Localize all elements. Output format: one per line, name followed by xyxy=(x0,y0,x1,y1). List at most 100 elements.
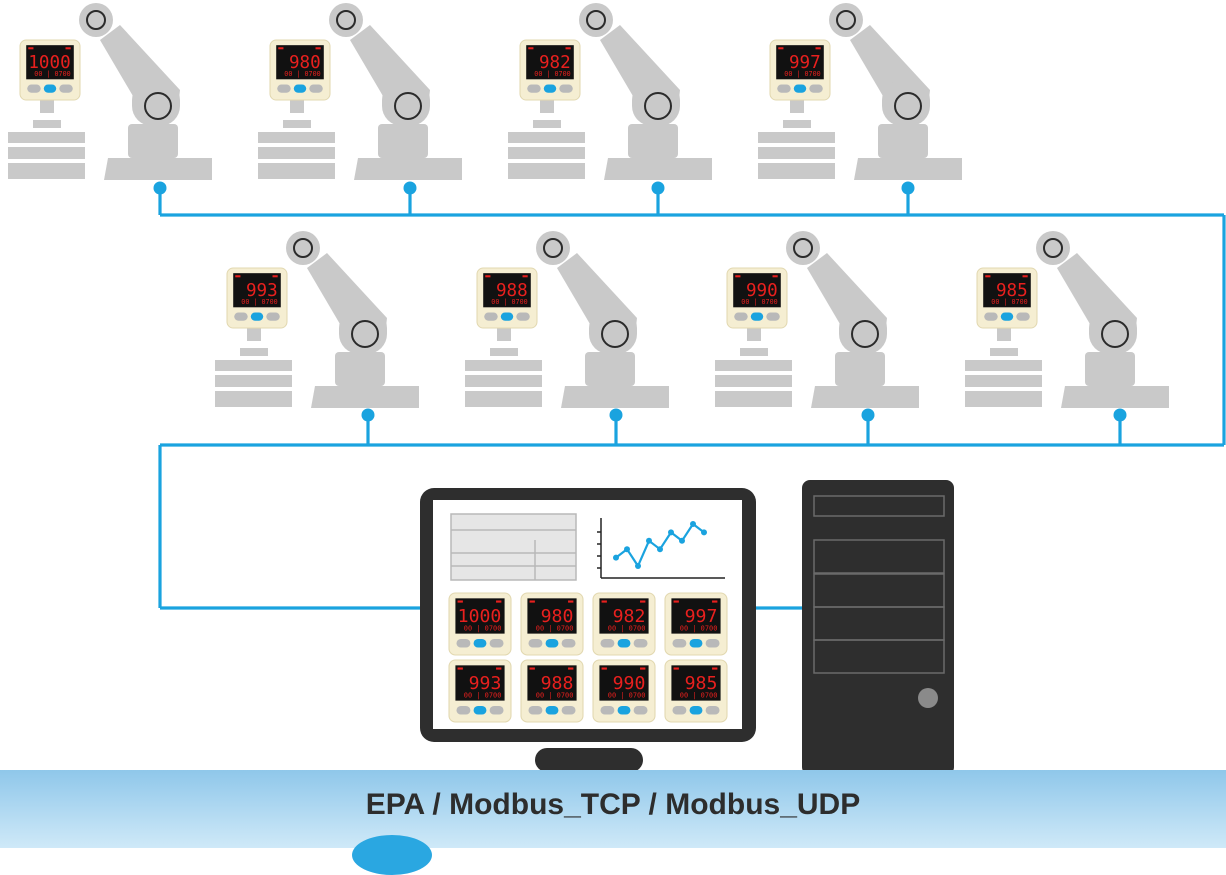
gauge-set-button xyxy=(545,638,559,648)
table-slab xyxy=(965,375,1042,387)
gauge-down-button xyxy=(489,638,504,648)
gauge-up-button xyxy=(484,312,498,321)
screen-chart-point xyxy=(679,537,685,544)
gauge-stand-base xyxy=(990,348,1018,356)
robot-elbow-joint xyxy=(351,320,379,348)
robot-wrist xyxy=(286,231,320,265)
robot-wrist-joint xyxy=(86,10,106,30)
robot-pedestal xyxy=(628,124,678,158)
gauge-up-button xyxy=(27,84,41,93)
gauge-subreading: 00 | 0700 xyxy=(241,298,277,306)
gauge-unit-mark xyxy=(28,47,34,50)
robot-wrist xyxy=(79,3,113,37)
robot-wrist xyxy=(536,231,570,265)
gauge-set-button xyxy=(250,312,264,321)
gauge-set-button xyxy=(617,705,631,715)
gauge-set-button xyxy=(473,638,487,648)
gauge-unit-mark xyxy=(457,667,463,670)
network-node xyxy=(901,181,915,195)
gauge-screen xyxy=(26,45,74,80)
gauge-subreading: 00 | 0700 xyxy=(464,624,502,632)
gauge-screen xyxy=(526,45,574,80)
table-slab xyxy=(465,375,542,387)
gauge-down-button xyxy=(516,312,530,321)
robot-wrist xyxy=(829,3,863,37)
gauge-unit-mark xyxy=(778,47,784,50)
gauge-subreading: 00 | 0700 xyxy=(680,691,718,699)
gauge-screen xyxy=(599,598,649,634)
screen-chart-point xyxy=(668,529,674,536)
gauge-up-button xyxy=(600,638,615,648)
gauge-unit-mark xyxy=(528,47,534,50)
table-slab xyxy=(258,163,335,179)
gauge-screen xyxy=(233,273,281,308)
gauge-reading: 980 xyxy=(289,53,321,73)
pc-bay xyxy=(813,639,945,674)
robot-wrist xyxy=(1036,231,1070,265)
pc-case xyxy=(802,480,954,770)
gauge-unit-mark xyxy=(522,275,528,278)
robot-base xyxy=(811,386,919,408)
network-node xyxy=(153,181,167,195)
screen-chart-point xyxy=(646,537,652,544)
gauge-up-button xyxy=(734,312,748,321)
robot-elbow-joint xyxy=(394,92,422,120)
pc-drive-bay xyxy=(813,495,945,517)
gauge-up-button xyxy=(456,705,471,715)
gauge-set-button xyxy=(617,638,631,648)
gauge-unit-mark xyxy=(735,275,741,278)
robot-wrist-joint xyxy=(336,10,356,30)
gauge-stand-base xyxy=(240,348,268,356)
robot-pedestal xyxy=(878,124,928,158)
gauge-unit-mark xyxy=(640,600,646,603)
gauge-down-button xyxy=(561,638,576,648)
gauge-down-button xyxy=(489,705,504,715)
gauge-screen xyxy=(733,273,781,308)
robot-wrist-joint xyxy=(1043,238,1063,258)
table-slab xyxy=(465,360,542,371)
gauge-set-button xyxy=(689,705,703,715)
gauge-set-button xyxy=(43,84,57,93)
gauge-unit-mark xyxy=(601,600,607,603)
gauge-reading: 993 xyxy=(246,281,278,301)
pc-power-button xyxy=(918,688,938,708)
gauge-stand-base xyxy=(783,120,811,128)
gauge-unit-mark xyxy=(712,600,718,603)
gauge-up-button xyxy=(984,312,998,321)
gauge-reading: 997 xyxy=(789,53,821,73)
gauge-down-button xyxy=(561,705,576,715)
robot-elbow-joint xyxy=(144,92,172,120)
network-protocol-label: EPA / Modbus_TCP / Modbus_UDP xyxy=(365,788,861,821)
screen-chart-point xyxy=(613,554,619,561)
robot-wrist xyxy=(786,231,820,265)
network-node xyxy=(609,408,623,422)
gauge-screen xyxy=(671,598,721,634)
gauge-down-button xyxy=(559,84,573,93)
gauge-set-button xyxy=(545,705,559,715)
gauge-down-button xyxy=(633,705,648,715)
robot-pedestal xyxy=(835,352,885,386)
gauge-reading: 988 xyxy=(496,281,528,301)
robot-wrist-joint xyxy=(793,238,813,258)
table-slab xyxy=(258,147,335,159)
gauge-up-button xyxy=(777,84,791,93)
gauge-reading: 997 xyxy=(685,606,718,627)
gauge-set-button xyxy=(293,84,307,93)
gauge-up-button xyxy=(600,705,615,715)
pc-tower xyxy=(802,480,954,770)
table-slab xyxy=(8,132,85,143)
gauge-unit-mark xyxy=(601,667,607,670)
gauge-screen xyxy=(671,665,721,701)
robot-elbow-joint xyxy=(601,320,629,348)
gauge-up-button xyxy=(527,84,541,93)
